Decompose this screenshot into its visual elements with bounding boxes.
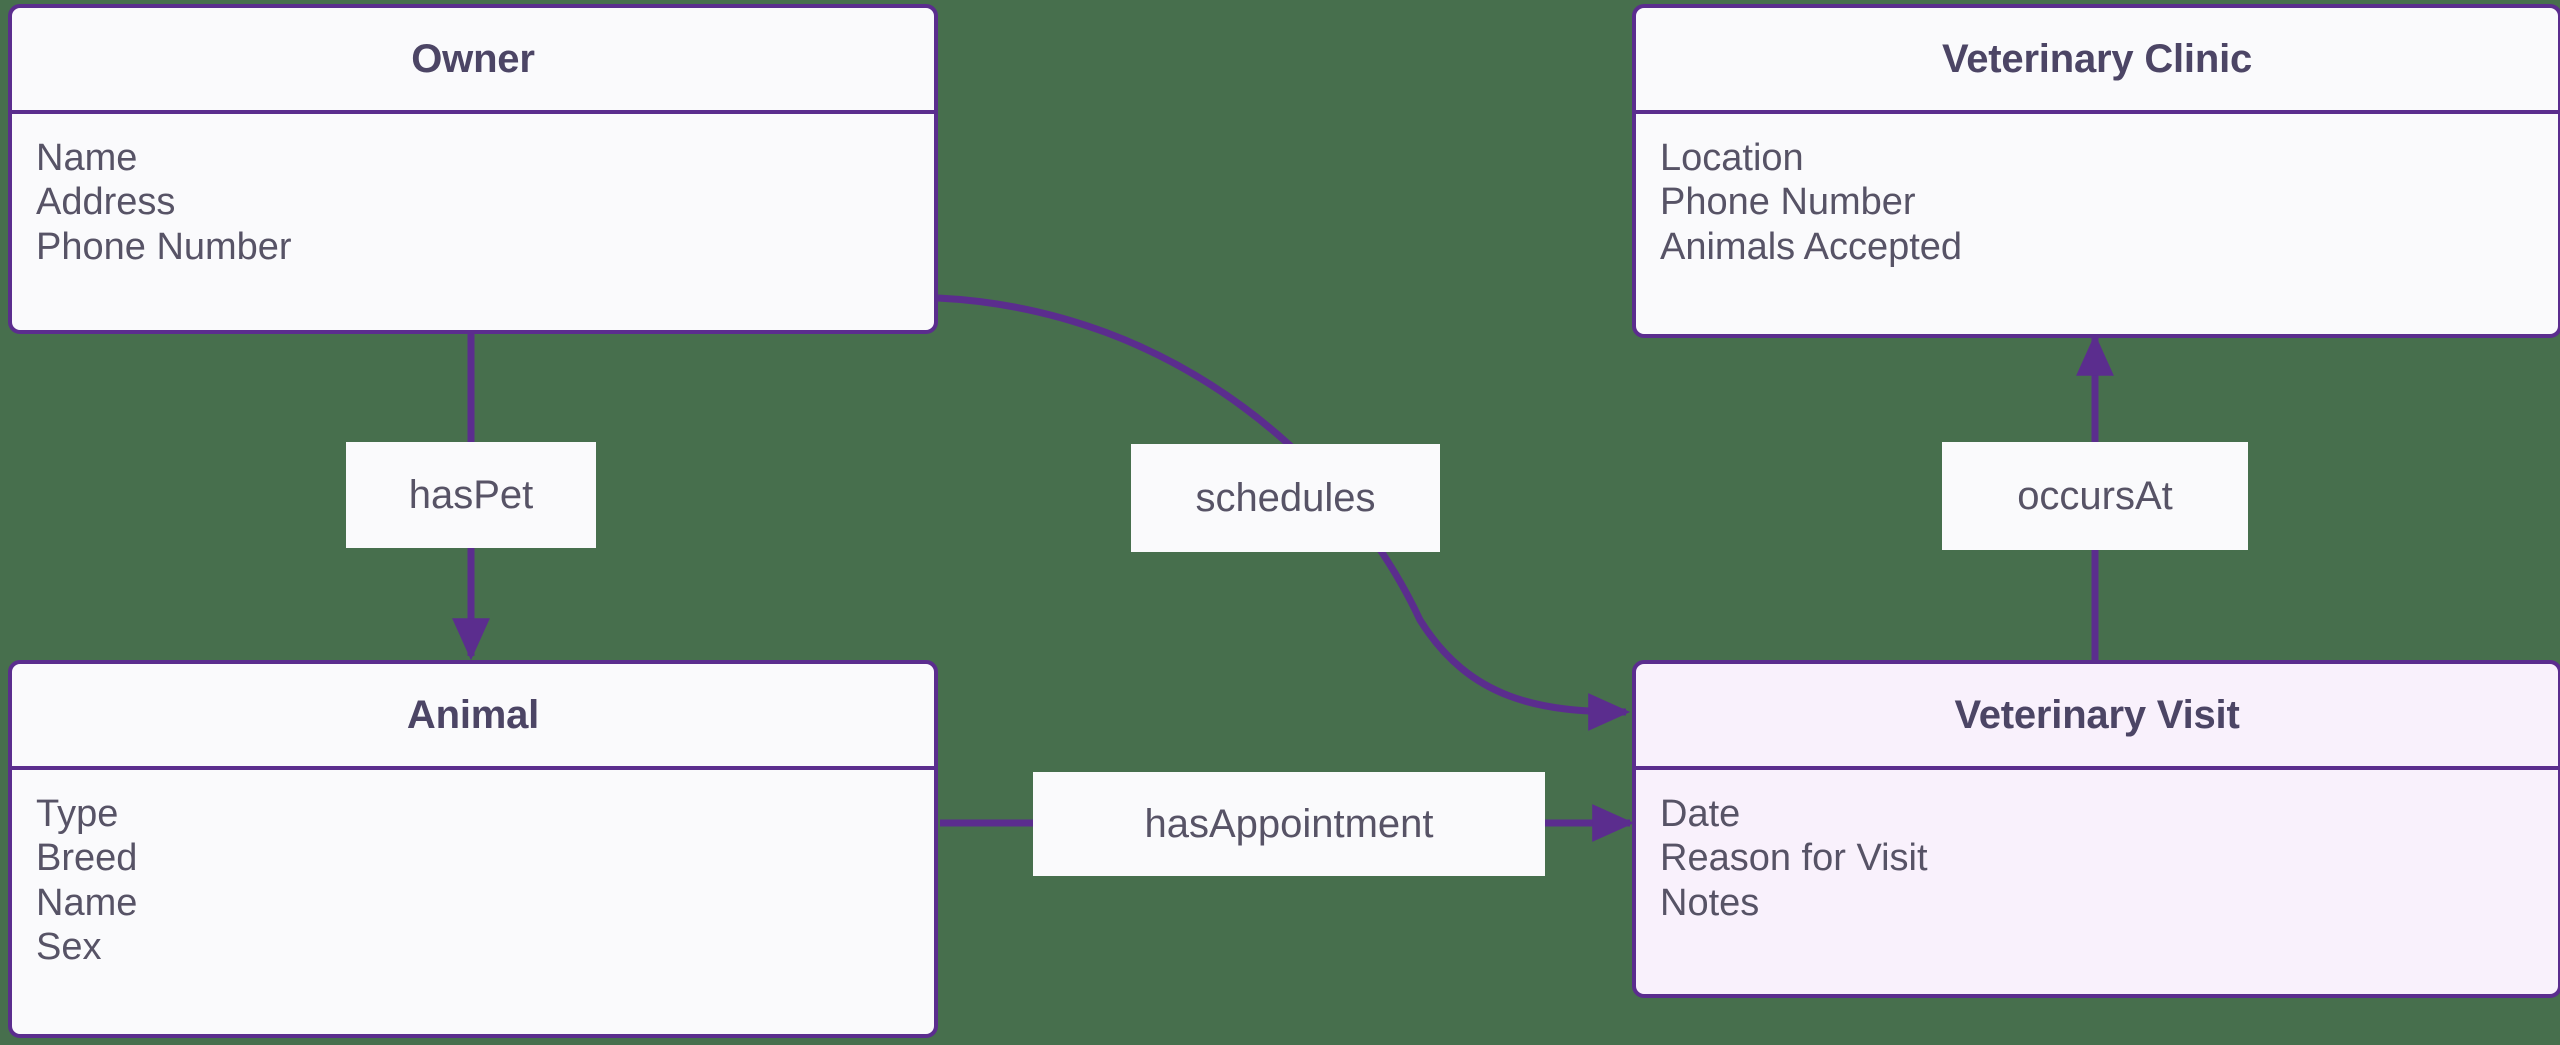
attribute-item: Phone Number <box>36 225 292 268</box>
attribute-item: Notes <box>1660 881 1760 924</box>
attribute-item: Sex <box>36 926 102 969</box>
relationship-label-text: occursAt <box>2017 474 2173 518</box>
entity-owner-title: Owner <box>411 37 535 81</box>
entity-veterinary-visit-header: Veterinary Visit <box>1636 664 2558 770</box>
entity-veterinary-clinic-title: Veterinary Clinic <box>1941 37 2253 81</box>
entity-owner-attributes: Name Address Phone Number <box>12 114 934 330</box>
entity-owner[interactable]: Owner Name Address Phone Number <box>8 4 938 334</box>
entity-veterinary-clinic[interactable]: Veterinary Clinic Location Phone Number … <box>1632 4 2560 338</box>
attribute-item: Name <box>36 881 138 924</box>
attribute-item: Address <box>36 181 176 224</box>
entity-veterinary-clinic-attributes: Location Phone Number Animals Accepted <box>1636 114 2558 334</box>
relationship-label-text: schedules <box>1195 476 1376 520</box>
entity-veterinary-clinic-header: Veterinary Clinic <box>1636 8 2558 114</box>
entity-animal[interactable]: Animal Type Breed Name Sex <box>8 660 938 1038</box>
attribute-item: Type <box>36 793 119 835</box>
entity-veterinary-visit[interactable]: Veterinary Visit Date Reason for Visit N… <box>1632 660 2560 998</box>
relationship-label-text: hasPet <box>408 473 534 517</box>
entity-animal-title: Animal <box>406 693 540 737</box>
attribute-item: Breed <box>36 837 138 880</box>
relationship-label-schedules[interactable]: schedules <box>1131 444 1440 552</box>
attribute-item: Location <box>1660 137 1804 179</box>
entity-veterinary-visit-attributes: Date Reason for Visit Notes <box>1636 770 2558 994</box>
relationship-label-has-pet[interactable]: hasPet <box>346 442 596 548</box>
entity-animal-header: Animal <box>12 664 934 770</box>
attribute-item: Date <box>1660 793 1741 835</box>
attribute-item: Reason for Visit <box>1660 837 1928 880</box>
attribute-item: Animals Accepted <box>1660 225 1963 268</box>
entity-animal-attributes: Type Breed Name Sex <box>12 770 934 1034</box>
relationship-label-has-appointment[interactable]: hasAppointment <box>1033 772 1545 876</box>
attribute-item: Name <box>36 137 138 179</box>
entity-owner-header: Owner <box>12 8 934 114</box>
relationship-label-text: hasAppointment <box>1144 802 1434 846</box>
entity-veterinary-visit-title: Veterinary Visit <box>1954 693 2240 737</box>
relationship-label-occurs-at[interactable]: occursAt <box>1942 442 2248 550</box>
attribute-item: Phone Number <box>1660 181 1916 224</box>
